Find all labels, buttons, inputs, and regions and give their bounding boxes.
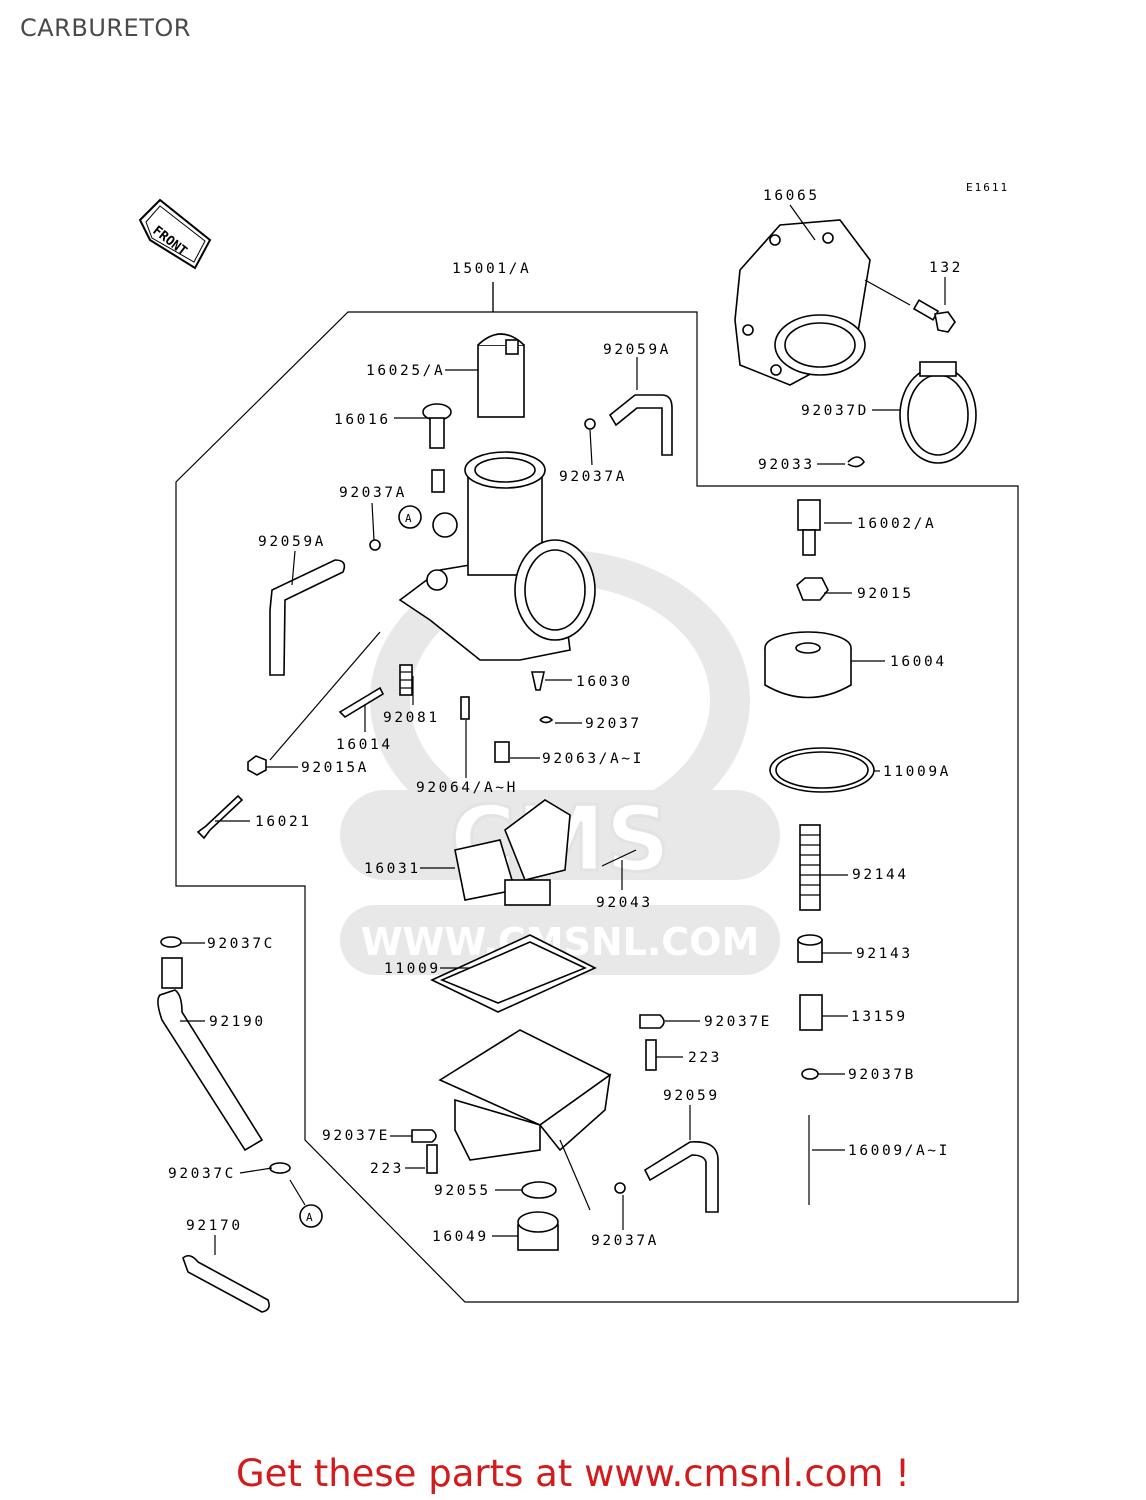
label-92037a-top: 92037A: [559, 469, 627, 485]
label-92015: 92015: [857, 586, 914, 602]
clip-92037c-top: [160, 936, 182, 948]
label-92033: 92033: [758, 457, 815, 473]
label-92055: 92055: [434, 1183, 491, 1199]
plug-16049: [517, 1211, 559, 1251]
leader-lines: [180, 204, 946, 1255]
label-92015a: 92015A: [301, 760, 369, 776]
jet-16030: [531, 671, 545, 691]
label-11009a: 11009A: [883, 764, 951, 780]
label-16021: 16021: [255, 814, 312, 830]
label-16009: 16009/A~I: [848, 1143, 950, 1159]
clip-92037c-bottom: [269, 1162, 291, 1174]
label-92081: 92081: [383, 710, 440, 726]
label-132: 132: [929, 260, 963, 276]
label-92037c-top: 92037C: [207, 936, 275, 952]
jet-92064: [460, 696, 470, 720]
clip-92037a-left: [369, 539, 381, 551]
nut-92015a: [247, 755, 267, 776]
label-16004: 16004: [890, 654, 947, 670]
oring-11009a: [769, 747, 875, 793]
label-92037e-left: 92037E: [322, 1128, 390, 1144]
label-223-right: 223: [688, 1050, 722, 1066]
page-title: CARBURETOR: [20, 14, 191, 42]
label-92037a-left: 92037A: [339, 485, 407, 501]
cap-16002: [797, 499, 821, 556]
label-92170: 92170: [186, 1218, 243, 1234]
label-92037c-bottom: 92037C: [168, 1166, 236, 1182]
hose-92059a-top: [608, 394, 673, 456]
strap-92170: [182, 1254, 270, 1313]
label-16002: 16002/A: [857, 516, 936, 532]
clip-92037a-bottom: [614, 1182, 626, 1194]
label-16014: 16014: [336, 737, 393, 753]
label-15001: 15001/A: [452, 261, 531, 277]
needle-holder-13159: [799, 994, 823, 1031]
pilot-screw-16014: [338, 686, 385, 719]
label-11009: 11009: [384, 961, 441, 977]
label-16049: 16049: [432, 1229, 489, 1245]
label-92064: 92064/A~H: [416, 780, 518, 796]
label-92059a-top: 92059A: [603, 342, 671, 358]
label-92190: 92190: [209, 1014, 266, 1030]
assembly-bracket: [175, 282, 1019, 1303]
pin-92043: [601, 849, 637, 867]
label-92037a-bottom: 92037A: [591, 1233, 659, 1249]
spring-92144: [799, 824, 821, 911]
carburetor-body: [398, 451, 596, 661]
label-92063: 92063/A~I: [542, 751, 644, 767]
label-92037: 92037: [585, 716, 642, 732]
jet-92063: [494, 741, 510, 763]
label-16025: 16025/A: [366, 363, 445, 379]
callout-a-top: A: [398, 505, 422, 529]
hose-fitting: [161, 957, 183, 989]
footer-link-text[interactable]: Get these parts at www.cmsnl.com !: [235, 1452, 910, 1495]
label-16016: 16016: [334, 412, 391, 428]
nut-92015: [796, 577, 829, 601]
clip-92037e-left: [411, 1129, 437, 1143]
spring-92081: [399, 664, 413, 696]
label-92037d: 92037D: [801, 403, 869, 419]
front-arrow-icon: FRONT: [138, 198, 212, 270]
svg-text:A: A: [405, 512, 414, 525]
label-92059a-left: 92059A: [258, 534, 326, 550]
hose-92190: [157, 989, 264, 1152]
svg-text:A: A: [306, 1211, 315, 1224]
clip-92037a-top: [584, 418, 596, 430]
part-labels: 16065 132 15001/A 16025/A 92059A 16016 9…: [168, 188, 963, 1249]
label-16031: 16031: [364, 861, 421, 877]
label-92059: 92059: [663, 1088, 720, 1104]
label-92043: 92043: [596, 895, 653, 911]
oring-92055: [521, 1181, 557, 1199]
label-92143: 92143: [856, 946, 913, 962]
screw-16016: [422, 403, 452, 493]
screw-223-right: [645, 1039, 657, 1071]
label-92144: 92144: [852, 867, 909, 883]
screw-16021: [196, 794, 244, 840]
float-bowl: [438, 1029, 612, 1161]
hose-92059a-left: [269, 559, 346, 676]
clip-92037b: [801, 1068, 819, 1080]
washer-92037: [539, 716, 554, 724]
clamp-92037d: [899, 361, 977, 464]
label-16030: 16030: [576, 674, 633, 690]
label-223-left: 223: [370, 1161, 404, 1177]
label-16065: 16065: [763, 188, 820, 204]
throttle-valve: [477, 333, 525, 418]
intake-holder: [734, 219, 871, 386]
hose-92059: [643, 1141, 719, 1213]
diagram-code: E1611: [966, 181, 1009, 194]
callout-a-bottom: A: [299, 1204, 323, 1228]
holder-92143: [797, 934, 823, 963]
top-cap-16004: [764, 631, 852, 699]
float-16031: [454, 799, 571, 906]
label-92037b: 92037B: [848, 1067, 916, 1083]
label-13159: 13159: [851, 1009, 908, 1025]
screw-223-left: [426, 1144, 438, 1174]
clip-92033: [847, 456, 865, 468]
label-92037e-right: 92037E: [704, 1014, 772, 1030]
clip-92037e-right: [639, 1014, 665, 1029]
bolt-132: [912, 299, 956, 333]
